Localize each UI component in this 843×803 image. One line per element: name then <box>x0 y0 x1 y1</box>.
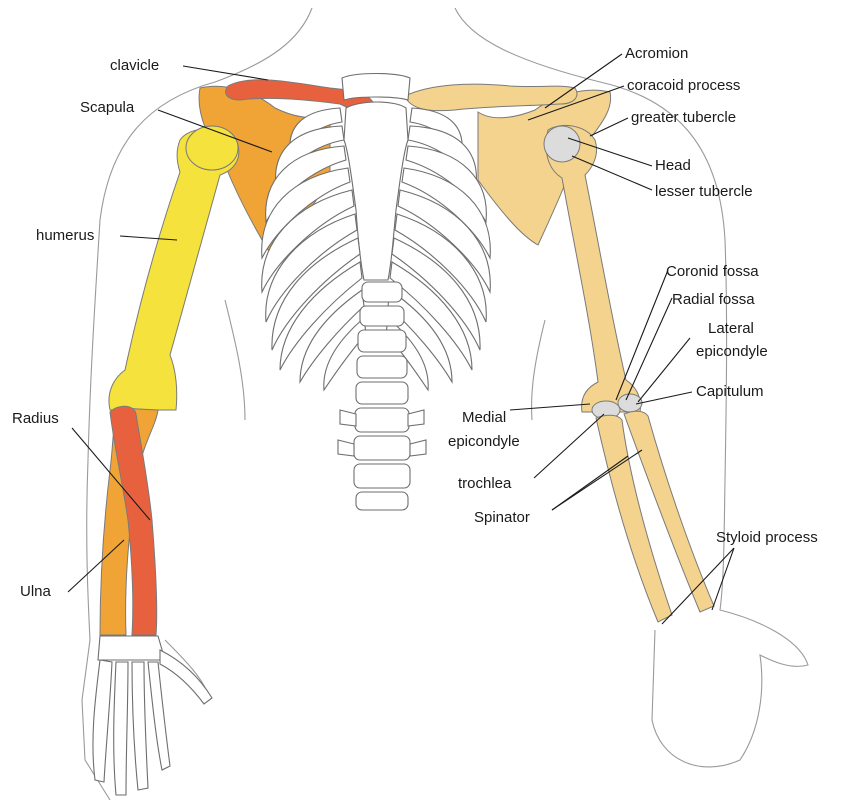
label-lesser-tubercle: lesser tubercle <box>655 183 753 200</box>
label-coracoid-process: coracoid process <box>627 77 740 94</box>
label-medial-epicondyle-line1: Medial <box>462 409 506 426</box>
label-trochlea: trochlea <box>458 475 512 492</box>
forearm-right <box>596 411 714 622</box>
humerus-right <box>544 125 640 412</box>
label-lateral-epicondyle-line1: Lateral <box>708 320 754 337</box>
label-greater-tubercle: greater tubercle <box>631 109 736 126</box>
label-coronoid-fossa: Coronid fossa <box>666 263 759 280</box>
hand-left <box>93 636 212 795</box>
label-radius: Radius <box>12 410 59 427</box>
label-clavicle: clavicle <box>110 57 159 74</box>
label-radial-fossa: Radial fossa <box>672 291 755 308</box>
label-styloid-process: Styloid process <box>716 529 818 546</box>
label-acromion: Acromion <box>625 45 688 62</box>
label-scapula: Scapula <box>80 99 135 116</box>
label-lateral-epicondyle-line2: epicondyle <box>696 343 768 360</box>
label-ulna: Ulna <box>20 583 52 600</box>
label-medial-epicondyle-line2: epicondyle <box>448 433 520 450</box>
label-spinator: Spinator <box>474 509 530 526</box>
humerus-left <box>109 126 239 410</box>
label-humerus: humerus <box>36 227 94 244</box>
label-capitulum: Capitulum <box>696 383 764 400</box>
label-head: Head <box>655 157 691 174</box>
